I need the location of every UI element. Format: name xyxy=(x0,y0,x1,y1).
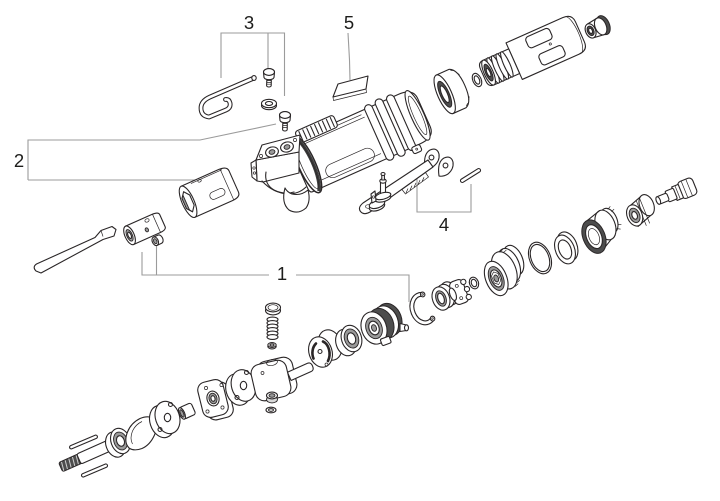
retaining-ring xyxy=(409,291,436,326)
rotor xyxy=(250,356,314,402)
leader-2 xyxy=(27,123,277,181)
callout-5: 5 xyxy=(344,12,354,33)
planet-carrier xyxy=(448,278,472,305)
rotor-cap-nut xyxy=(265,391,279,414)
leader-3 xyxy=(220,32,286,96)
valve-spring xyxy=(266,316,279,340)
drum-screw xyxy=(399,322,410,333)
callout-4: 4 xyxy=(439,214,449,235)
inlet-nut xyxy=(626,194,655,227)
inlet-bushing xyxy=(584,15,611,39)
lever-pin xyxy=(459,168,482,183)
flat-washer xyxy=(553,231,579,265)
body-screw xyxy=(278,111,292,132)
leader-4 xyxy=(416,178,472,213)
hose-fitting xyxy=(655,177,698,205)
rear-bearing xyxy=(335,324,363,357)
callout-3: 3 xyxy=(244,12,254,33)
front-ball-bearing xyxy=(104,427,132,458)
rear-cover xyxy=(581,206,622,254)
o-ring-small xyxy=(471,72,483,88)
adapter-set-screw xyxy=(151,234,164,247)
hanger-washer xyxy=(260,98,278,111)
exhaust-ring-nut xyxy=(433,68,470,115)
blade-clamp-sleeve xyxy=(178,167,240,219)
saw-blade xyxy=(33,225,117,274)
gear-head xyxy=(250,134,310,213)
dowel-pin xyxy=(177,402,196,420)
callout-leader-lines xyxy=(27,32,472,302)
blade-adapter xyxy=(123,212,166,246)
relief-valve-stack xyxy=(264,302,282,350)
carrier-o-ring xyxy=(468,276,480,290)
roll-pin-lower xyxy=(80,463,109,478)
callout-1: 1 xyxy=(277,263,287,284)
leader-5 xyxy=(347,32,351,81)
clutch-housing xyxy=(483,244,525,297)
valve-housing xyxy=(478,15,586,87)
callout-labels: 1 2 3 4 5 xyxy=(14,12,449,284)
hanger-screw xyxy=(262,68,276,88)
mid-plate xyxy=(225,369,257,406)
large-o-ring xyxy=(527,241,553,275)
rear-end-plate xyxy=(308,329,343,368)
callout-2: 2 xyxy=(14,150,24,171)
throttle-valve-stem xyxy=(368,171,392,212)
tool-body xyxy=(250,90,432,213)
hanger-hook xyxy=(198,75,257,120)
roll-pin-upper xyxy=(69,434,98,450)
front-end-plate xyxy=(148,400,181,439)
leader-1 xyxy=(141,244,410,302)
name-plate xyxy=(332,75,369,101)
governor-drum xyxy=(360,302,403,347)
bumper xyxy=(283,187,310,213)
